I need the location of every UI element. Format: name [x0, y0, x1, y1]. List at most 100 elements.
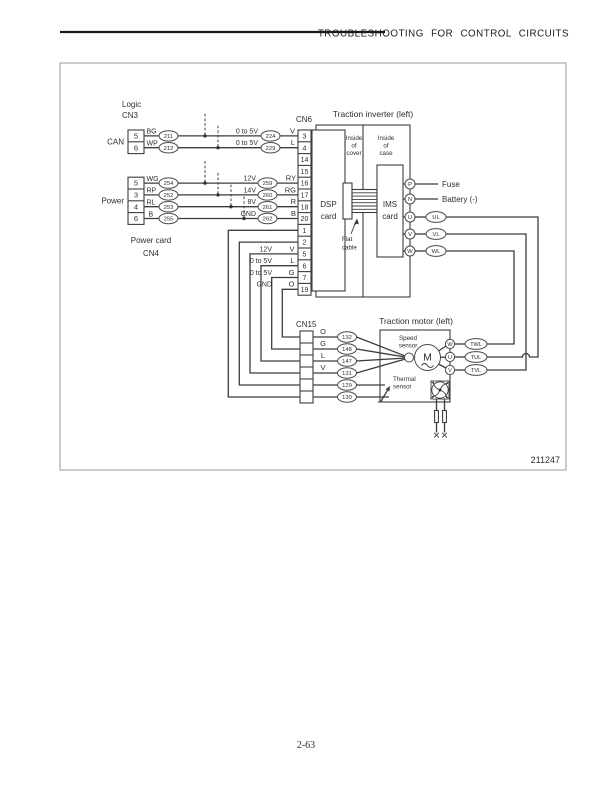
wire-color-label: O [320, 327, 326, 336]
wire-id: 224 [266, 134, 276, 140]
wire-id: 253 [164, 205, 174, 211]
cn6-pin-number: 20 [301, 216, 309, 223]
wire-id-oval [464, 351, 488, 363]
phase-loop-wires [446, 216, 539, 371]
cn6-pin-number: 6 [303, 263, 307, 270]
wire-color-label: B [149, 211, 154, 218]
terminal-letter: W [407, 249, 413, 255]
wire-pin6 [260, 265, 300, 362]
header-title: TROUBLESHOOTING FOR CONTROL CIRCUITS [318, 29, 569, 40]
wire-color-label: L [321, 351, 325, 360]
diagram-border [59, 62, 567, 471]
thermistor-arrowhead [385, 386, 390, 392]
dsp-card [311, 129, 346, 292]
cn4-pin-number: 4 [134, 202, 138, 211]
wire-id-oval [464, 364, 488, 376]
wire-id: TUL [471, 355, 481, 361]
terminal-letter: V [448, 368, 452, 374]
dsp-card-label: card [321, 212, 337, 221]
wire-pin19 [281, 288, 300, 338]
wire-id: 148 [342, 347, 352, 353]
motor-symbol [414, 344, 441, 371]
speed-sensor-label: Speed [399, 335, 417, 342]
wire-id: 131 [342, 371, 352, 377]
wire-color-label: RP [147, 188, 157, 195]
cn3-pin-number: 5 [134, 132, 138, 141]
wire-id: 132 [342, 335, 352, 341]
cn15-label: CN15 [296, 320, 317, 329]
wire-id-oval [158, 201, 179, 213]
power-cn4-connector: Power 5 3 4 6 Power card CN4 WG RP RL B … [101, 161, 298, 258]
wire-pin2 [238, 241, 300, 386]
wire-volt-label: 0 to 5V [250, 270, 273, 277]
cn3-pin-number: 6 [134, 143, 138, 152]
cn4-pin-number: 6 [134, 214, 138, 223]
fan-corner-tick [445, 395, 449, 399]
motor-m-letter: M [423, 352, 432, 364]
terminal-letter: P [408, 182, 412, 188]
cn6-pin-number: 14 [301, 157, 309, 164]
cn6-pin-number: 15 [301, 169, 309, 176]
flat-cable-arrowhead [353, 218, 359, 225]
junction-dot [216, 193, 220, 197]
terminal-letter: U [448, 355, 452, 361]
wire-id-oval [260, 142, 281, 154]
wire-volt-label: 12V [244, 176, 257, 183]
wire-id: WL [432, 249, 441, 255]
wire-id-oval [158, 212, 179, 225]
cn6-pin-number: 1 [303, 228, 307, 235]
fan-corner-tick [431, 395, 435, 399]
cn6-pin-number: 7 [303, 275, 307, 282]
wire-volt-label: GND [256, 282, 272, 289]
junction-dot [242, 216, 246, 221]
wire-color-label: L [290, 256, 294, 265]
terminal-letter: N [408, 197, 412, 203]
cn6-pin-number: 17 [301, 193, 309, 200]
speed-sensor-wire [356, 357, 405, 362]
speed-sensor [404, 352, 414, 363]
logic-cn3-connector: Logic CN3 CAN 5 6 BG WP 211 212 0 to 5V … [107, 100, 298, 155]
cn4-label: CN4 [143, 249, 160, 258]
fan-icon [430, 380, 450, 400]
wire-id-oval [260, 130, 281, 142]
wire-id: 262 [263, 217, 273, 223]
wire-volt-label: 8V [247, 199, 256, 206]
ims-card-label: IMS [383, 200, 397, 209]
motor-title: Traction motor (left) [379, 316, 453, 326]
wire-id-oval [257, 201, 278, 213]
wire-color-label: RL [147, 200, 156, 207]
wire-id-oval [464, 338, 488, 350]
wire-id-oval [257, 189, 278, 201]
wire-volt-label: GND [240, 211, 256, 218]
wire-volt-label: 0 to 5V [236, 140, 259, 147]
flat-cable-label: cable [342, 245, 357, 252]
fan-corner-tick [431, 381, 435, 385]
wire-id-oval [158, 130, 179, 142]
motor-tilde [421, 363, 434, 368]
fan-lead-connector [434, 409, 439, 424]
can-group-label: CAN [107, 137, 124, 146]
wire-id: TVL [471, 368, 481, 374]
cn6-label: CN6 [296, 115, 313, 124]
wire-color-label: RG [285, 185, 296, 194]
traction-inverter: Traction inverter (left) DSP card Inside… [311, 109, 478, 298]
wire-ul-tul [446, 216, 539, 358]
thermal-sensor-label: Thermal [393, 376, 416, 383]
cn6-pin-number: 2 [303, 240, 307, 247]
junction-dot [203, 134, 207, 138]
fan-leads [433, 399, 448, 438]
wire-color-label: L [291, 138, 295, 147]
lead-end-mark [433, 432, 440, 438]
cn6-pin-number: 4 [303, 145, 307, 152]
wire-id: 147 [342, 359, 352, 365]
wire-id: 252 [164, 193, 174, 199]
terminal-letter: V [408, 232, 412, 238]
wire-vl-tvl [446, 233, 527, 371]
cn6-to-cn15-harness: 12V V 0 to 5V L 0 to 5V G GND O [227, 229, 300, 398]
fuse-label: Fuse [442, 180, 460, 189]
thermal-sensor-label: sensor [393, 384, 412, 391]
cn6-pin-number: 3 [303, 134, 307, 141]
traction-motor: Traction motor (left) CN15 O 132 G 148 L… [296, 316, 488, 438]
